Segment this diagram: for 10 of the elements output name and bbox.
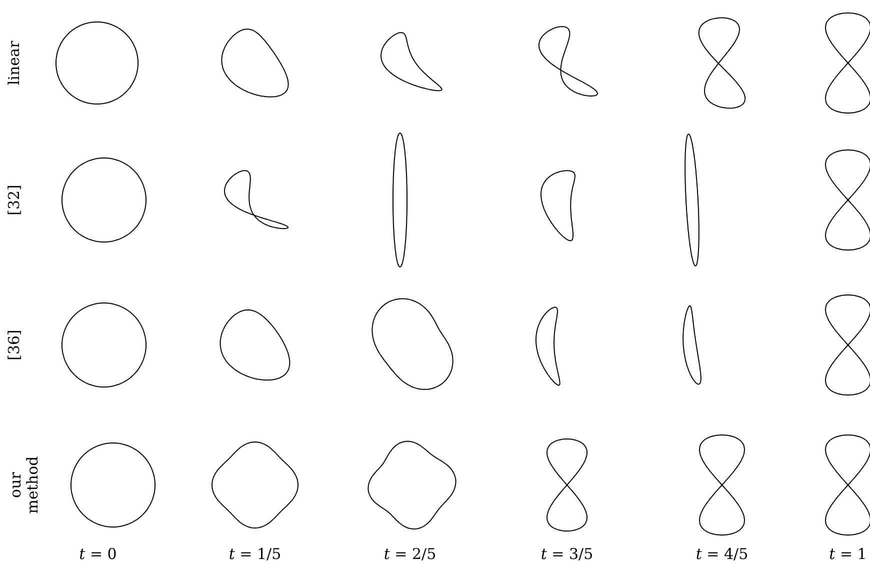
row-label: our method [8, 455, 40, 516]
column-label: t = 2/5 [384, 546, 436, 562]
row-label: [32] [6, 184, 22, 218]
row-label: [36] [6, 328, 22, 362]
column-label: t = 1/5 [228, 546, 282, 562]
column-label: t = 3/5 [540, 546, 594, 562]
column-label: t = 0 [79, 546, 117, 562]
column-label: t = 1 [829, 546, 867, 562]
row-label: linear [6, 40, 22, 88]
column-label: t = 4/5 [696, 546, 748, 562]
